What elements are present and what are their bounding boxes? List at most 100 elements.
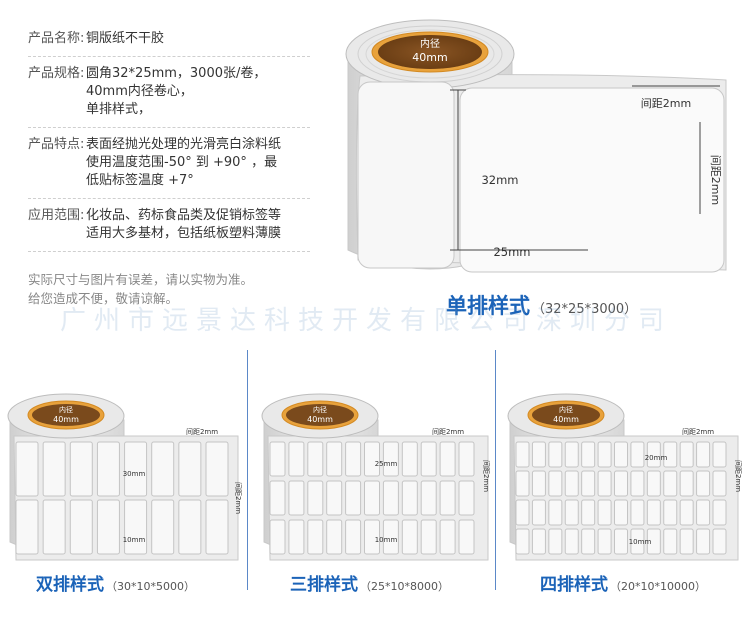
spec-line: 40mm内径卷心，: [86, 84, 193, 99]
label-cell: [124, 499, 148, 555]
spec-key: 产品规格:: [28, 66, 85, 81]
spec-line: 化妆品、药标食品类及促销标签等: [86, 208, 282, 223]
width-dim-label: 25mm: [493, 245, 530, 259]
caption-title: 单排样式: [446, 294, 530, 318]
caption-quad: 四排样式 （20*10*10000）: [540, 570, 706, 595]
label-cell: [696, 528, 711, 555]
label-cell: [401, 480, 418, 516]
label-cell: [439, 480, 456, 516]
gap-top-label: 间距2mm: [186, 428, 218, 436]
label-cell: [439, 441, 456, 477]
main-roll-illustration: 内径 40mm 32mm 25mm 间距2mm 间距2mm: [345, 19, 727, 273]
label-cell: [564, 441, 579, 468]
divider-line: [247, 350, 248, 590]
height-dim-label: 20mm: [645, 454, 668, 462]
label-cell: [646, 470, 661, 497]
core-size: 40mm: [412, 51, 447, 64]
caption-triple: 三排样式 （25*10*8000）: [290, 570, 449, 595]
label-cell: [597, 441, 612, 468]
label-cell: [345, 441, 362, 477]
label-grid: [15, 441, 229, 555]
label-cell: [288, 480, 305, 516]
caption-double: 双排样式 （30*10*5000）: [36, 570, 195, 595]
label-cell: [382, 519, 399, 555]
caption-title: 三排样式: [290, 575, 358, 595]
label-cell: [614, 441, 628, 468]
label-cell: [696, 470, 711, 497]
label-cell: [307, 441, 324, 477]
label-cell: [288, 519, 305, 555]
spec-key: 应用范围:: [28, 208, 85, 223]
spec-value: 铜版纸不干胶: [86, 30, 310, 48]
spec-line: 适用大多基材，包括纸板塑料薄膜: [86, 226, 282, 241]
label-cell: [401, 441, 418, 477]
label-cell: [326, 519, 343, 555]
label-cell: [364, 480, 380, 516]
label-cell: [458, 519, 475, 555]
label-cell: [439, 519, 456, 555]
spec-value: 圆角32*25mm，3000张/卷， 40mm内径卷心， 单排样式，: [86, 65, 310, 119]
height-dim-label: 30mm: [123, 470, 146, 478]
label-cell: [531, 499, 546, 526]
label-cell: [679, 470, 694, 497]
label-cell: [679, 528, 694, 555]
caption-spec: （25*10*8000）: [360, 580, 449, 593]
label-sheet: [357, 81, 455, 269]
label-cell: [515, 528, 530, 555]
label-cell: [69, 441, 93, 497]
label-cell: [345, 519, 362, 555]
label-cell: [663, 499, 678, 526]
label-cell: [420, 519, 437, 555]
label-cell: [269, 480, 286, 516]
spec-line: 使用温度范围-50° 到 +90° ，最: [86, 155, 278, 170]
gap-top-label: 间距2mm: [641, 97, 691, 110]
label-cell: [614, 528, 628, 555]
core-size: 40mm: [307, 415, 333, 424]
roll-quad-illustration: 内径 40mm 间距2mm 20mm 10mm 间距2mm: [507, 393, 742, 561]
spec-list: 产品名称: 铜版纸不干胶 产品规格: 圆角32*25mm，3000张/卷， 40…: [28, 22, 310, 252]
width-dim-label: 10mm: [123, 536, 146, 544]
label-cell: [458, 441, 475, 477]
label-cell: [326, 480, 343, 516]
spec-line: 单排样式，: [86, 102, 152, 117]
label-cell: [696, 499, 711, 526]
label-grid: [515, 441, 727, 555]
core-label: 内径: [313, 405, 327, 414]
label-cell: [124, 441, 148, 497]
label-cell: [712, 441, 727, 468]
caption-spec: （32*25*3000）: [532, 302, 638, 317]
label-cell: [515, 441, 530, 468]
label-cell: [178, 441, 202, 497]
spec-line: 铜版纸不干胶: [86, 31, 165, 46]
label-cell: [420, 441, 437, 477]
label-cell: [548, 528, 563, 555]
label-cell: [581, 499, 596, 526]
label-cell: [646, 499, 661, 526]
label-cell: [564, 499, 579, 526]
label-sheet: [459, 87, 725, 273]
label-cell: [364, 519, 380, 555]
label-cell: [712, 528, 727, 555]
core-label: 内径: [559, 405, 573, 414]
spec-key: 产品特点:: [28, 137, 85, 152]
label-cell: [15, 499, 39, 555]
label-cell: [548, 441, 563, 468]
label-cell: [307, 480, 324, 516]
label-cell: [205, 499, 229, 555]
spec-row-name: 产品名称: 铜版纸不干胶: [28, 22, 310, 57]
spec-row-features: 产品特点: 表面经抛光处理的光滑亮白涂料纸 使用温度范围-50° 到 +90° …: [28, 128, 310, 199]
gap-side-label: 间距2mm: [482, 460, 490, 492]
label-cell: [597, 499, 612, 526]
roll-triple-illustration: 内径 40mm 间距2mm 25mm 10mm 间距2mm: [261, 393, 490, 561]
watermark-text: 广州市远景达科技开发有限公司深圳分司: [60, 306, 673, 336]
spec-row-usage: 应用范围: 化妆品、药标食品类及促销标签等 适用大多基材，包括纸板塑料薄膜: [28, 199, 310, 252]
label-cell: [269, 519, 286, 555]
label-cell: [364, 441, 380, 477]
label-cell: [548, 499, 563, 526]
label-cell: [597, 470, 612, 497]
label-cell: [96, 499, 120, 555]
roll-double-illustration: 内径 40mm 间距2mm 30mm 10mm 间距2mm: [7, 393, 242, 561]
spec-value: 化妆品、药标食品类及促销标签等 适用大多基材，包括纸板塑料薄膜: [86, 207, 310, 243]
label-cell: [548, 470, 563, 497]
label-cell: [646, 441, 661, 468]
